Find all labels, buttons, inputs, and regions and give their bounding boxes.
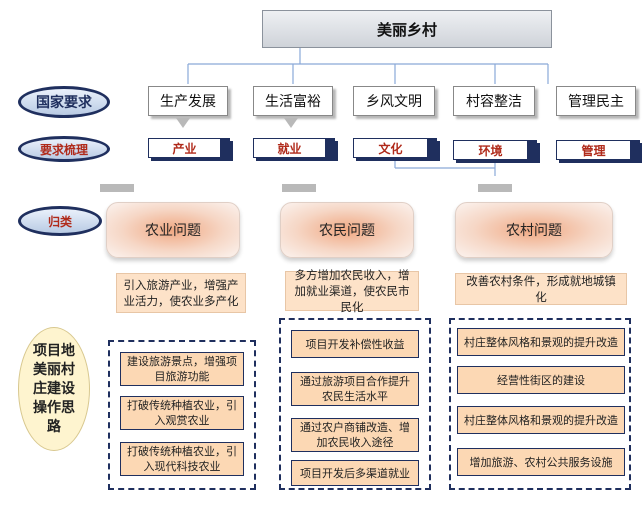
- tag-employment: 就业: [253, 138, 335, 158]
- summary-farmers: 多方增加农民收入，增加就业渠道，使农民市民化: [285, 268, 419, 314]
- column-agriculture-actions: 建设旅游景点，增强项目旅游功能 打破传统种植农业，引入观赏农业 打破传统种植农业…: [108, 340, 256, 490]
- goal-tidy-village: 村容整洁: [453, 86, 535, 116]
- goal-democracy: 管理民主: [556, 86, 636, 116]
- divider: [478, 184, 512, 192]
- tag-management: 管理: [556, 140, 640, 160]
- goal-civility: 乡风文明: [353, 86, 435, 116]
- list-item: 增加旅游、农村公共服务设施: [457, 448, 625, 476]
- arrow-down-icon: [176, 118, 190, 128]
- summary-rural: 改善农村条件，形成就地城镇化: [455, 273, 627, 305]
- divider: [100, 184, 134, 192]
- list-item: 项目开发后多渠道就业: [291, 460, 419, 486]
- summary-agriculture: 引入旅游产业，增强产业活力，使农业多产化: [116, 273, 246, 313]
- problem-agriculture: 农业问题: [106, 202, 240, 258]
- list-item: 项目开发补偿性收益: [291, 330, 419, 358]
- list-item: 村庄整体风格和景观的提升改造: [457, 328, 625, 356]
- arrow-down-icon: [284, 118, 298, 128]
- list-item: 通过旅游项目合作提升农民生活水平: [291, 372, 419, 406]
- operation-approach-label: 项目地美丽村庄建设操作思路: [18, 327, 90, 451]
- classification-label: 归类: [18, 206, 102, 236]
- page-title: 美丽乡村: [262, 10, 552, 48]
- tag-culture: 文化: [353, 138, 437, 158]
- column-rural-actions: 村庄整体风格和景观的提升改造 经营性街区的建设 村庄整体风格和景观的提升改造 增…: [449, 318, 631, 490]
- goal-production: 生产发展: [148, 86, 228, 116]
- column-farmer-actions: 项目开发补偿性收益 通过旅游项目合作提升农民生活水平 通过农户商铺改造、增加农民…: [279, 318, 431, 490]
- goal-prosperity: 生活富裕: [253, 86, 333, 116]
- problem-rural: 农村问题: [455, 202, 613, 258]
- list-item: 建设旅游景点，增强项目旅游功能: [120, 352, 244, 386]
- list-item: 经营性街区的建设: [457, 366, 625, 394]
- national-requirements-label: 国家要求: [18, 86, 110, 118]
- list-item: 通过农户商铺改造、增加农民收入途径: [291, 418, 419, 452]
- list-item: 打破传统种植农业，引入观赏农业: [120, 396, 244, 430]
- problem-farmers: 农民问题: [280, 202, 414, 258]
- requirement-sorting-label: 要求梳理: [18, 136, 110, 162]
- list-item: 村庄整体风格和景观的提升改造: [457, 406, 625, 434]
- tag-environment: 环境: [453, 140, 537, 160]
- divider: [282, 184, 316, 192]
- tag-industry: 产业: [148, 138, 230, 158]
- list-item: 打破传统种植农业，引入现代科技农业: [120, 442, 244, 476]
